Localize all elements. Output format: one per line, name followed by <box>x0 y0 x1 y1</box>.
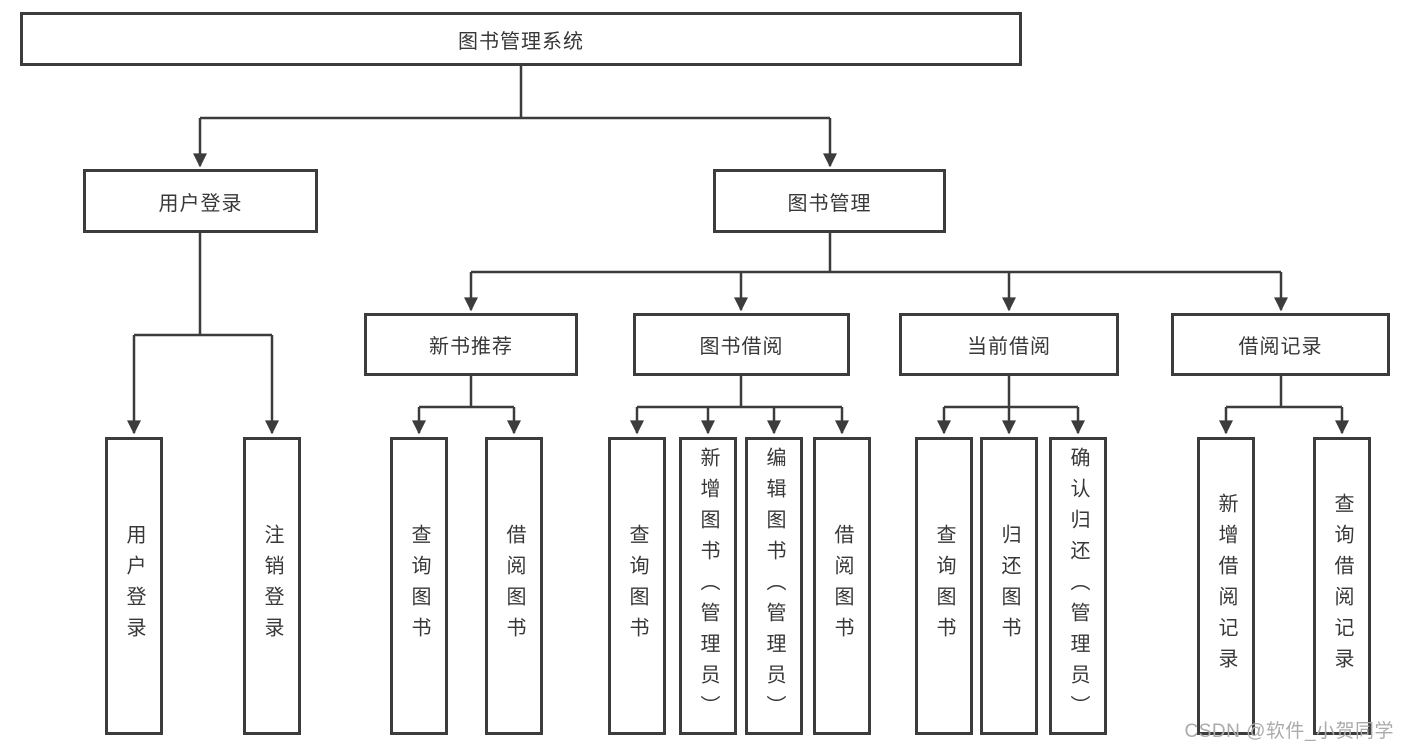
connector-current-borrow-trunk <box>944 376 1078 409</box>
leaf-add-books-admin: 新增图书（管理员） <box>679 437 737 735</box>
leaf-query-books-borrow: 查询图书 <box>608 437 666 735</box>
node-current-borrow: 当前借阅 <box>899 313 1119 376</box>
node-new-book-recommend: 新书推荐 <box>364 313 578 376</box>
leaf-borrow-books-recommend: 借阅图书 <box>485 437 543 735</box>
connector-borrow-records-trunk <box>1226 376 1342 409</box>
leaf-borrow-books-borrow: 借阅图书 <box>813 437 871 735</box>
watermark-text: CSDN @软件_小贺同学 <box>1184 721 1394 742</box>
leaf-add-borrow-record: 新增借阅记录 <box>1197 437 1255 735</box>
connector-root-trunk <box>200 66 830 120</box>
leaf-query-books-recommend: 查询图书 <box>390 437 448 735</box>
connector-new-book-recommend-trunk <box>419 376 514 409</box>
leaf-query-borrow-record: 查询借阅记录 <box>1313 437 1371 735</box>
leaf-logout-login: 注销登录 <box>243 437 301 735</box>
connector-book-management-trunk <box>471 233 1281 274</box>
connector-book-borrow-trunk <box>637 376 842 409</box>
node-book-borrow: 图书借阅 <box>633 313 850 376</box>
leaf-query-books-current: 查询图书 <box>915 437 973 735</box>
connector-user-login-trunk <box>134 233 272 337</box>
node-book-management: 图书管理 <box>713 169 946 233</box>
leaf-return-books: 归还图书 <box>980 437 1038 735</box>
node-borrow-records: 借阅记录 <box>1171 313 1390 376</box>
node-root-system: 图书管理系统 <box>20 12 1022 66</box>
leaf-edit-books-admin: 编辑图书（管理员） <box>745 437 803 735</box>
node-user-login: 用户登录 <box>83 169 318 233</box>
leaf-confirm-return-admin: 确认归还（管理员） <box>1049 437 1107 735</box>
leaf-user-login: 用户登录 <box>105 437 163 735</box>
